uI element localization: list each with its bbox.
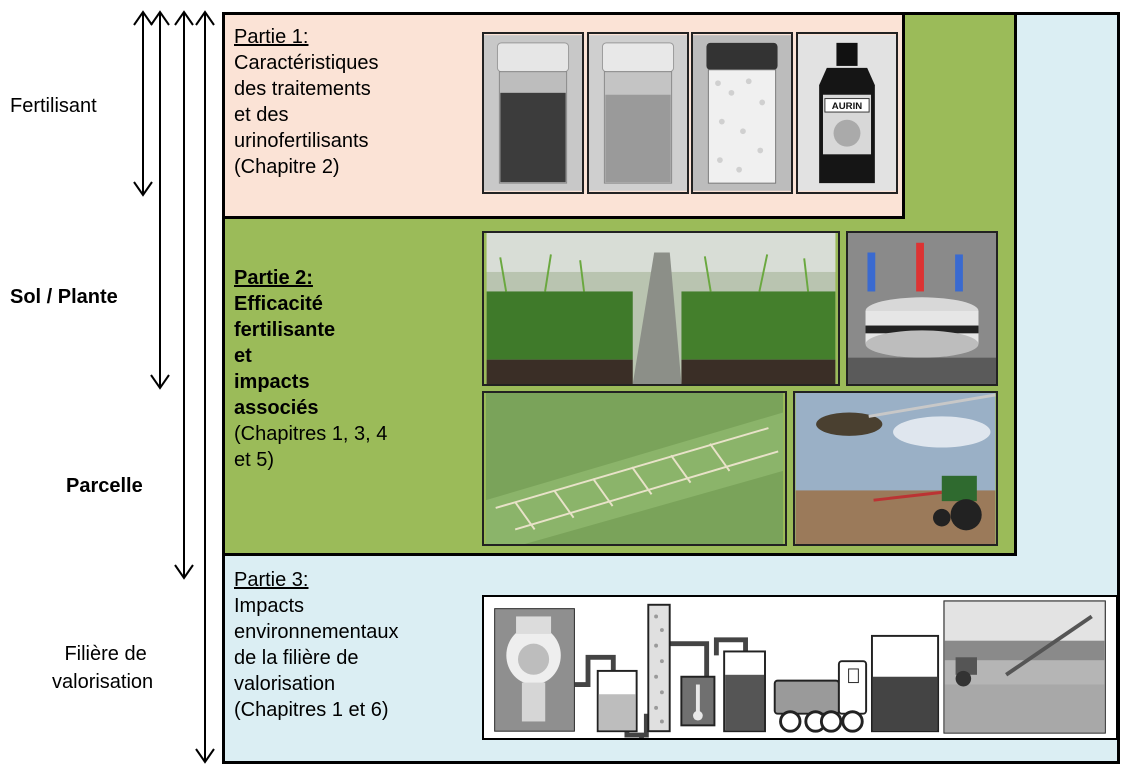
arrow-sol-plante (150, 10, 170, 390)
treatment-reactor (680, 675, 716, 727)
scale-arrows (133, 10, 215, 764)
scale-label-sol-plante: Sol / Plante (10, 286, 118, 308)
part1-line: et des (234, 104, 289, 126)
filter-column (647, 603, 671, 733)
part2-line: Efficacité (234, 293, 323, 315)
lab-chamber-photo (846, 231, 998, 386)
part2-line: et (234, 345, 252, 367)
part1-text: Partie 1: Caractéristiques des traitemen… (234, 24, 379, 180)
scale-label-filiere-line2: valorisation (52, 671, 154, 693)
greenhouse-pots-photo (482, 231, 840, 386)
storage-tank-3 (870, 634, 940, 733)
part3-text: Partie 3: Impacts environnementaux de la… (234, 567, 399, 723)
tractor-sprayer-photo (793, 391, 998, 546)
scale-label-filiere-line1: Filière de (64, 643, 147, 665)
part2-line: impacts (234, 371, 310, 393)
part2-line: (Chapitres 1, 3, 4 (234, 423, 388, 445)
part1-line: (Chapitre 2) (234, 156, 340, 178)
part3-line: (Chapitres 1 et 6) (234, 699, 389, 721)
part2-title: Partie 2: (234, 267, 313, 289)
scale-label-filiere: Filière de valorisation (52, 640, 153, 696)
field-spreading-photo (943, 600, 1106, 734)
arrow-filiere (195, 10, 215, 764)
part2-line: fertilisante (234, 319, 336, 341)
part2-line: associés (234, 397, 319, 419)
part3-line: Impacts (234, 595, 305, 617)
jar-light-photo (587, 32, 689, 194)
storage-tank-1 (596, 669, 638, 733)
part3-line: environnementaux (234, 621, 399, 643)
part3-line: de la filière de (234, 647, 359, 669)
part2-line: et 5) (234, 449, 275, 471)
jar-dark-photo (482, 32, 584, 194)
scale-label-fertilisant: Fertilisant (10, 95, 97, 117)
arrow-fertilisant (133, 10, 153, 197)
part1-line: des traitements (234, 78, 371, 100)
scale-label-parcelle: Parcelle (66, 475, 143, 497)
part3-title: Partie 3: (234, 569, 309, 591)
tanker-truck (773, 660, 868, 733)
part1-line: Caractéristiques (234, 52, 379, 74)
storage-tank-2 (723, 650, 766, 733)
part3-line: valorisation (234, 673, 336, 695)
valorisation-chain-illustration (482, 595, 1118, 743)
aurin-bottle-photo: AURIN (796, 32, 898, 194)
aurin-bottle-label: AURIN (832, 101, 862, 112)
toilet-photo (494, 608, 575, 732)
part1-title: Partie 1: (234, 26, 309, 48)
field-trial-photo (482, 391, 787, 546)
part1-line: urinofertilisants (234, 130, 369, 152)
part2-text: Partie 2: Efficacité fertilisante et imp… (234, 265, 387, 473)
jar-granules-photo (691, 32, 793, 194)
arrow-parcelle (174, 10, 194, 580)
